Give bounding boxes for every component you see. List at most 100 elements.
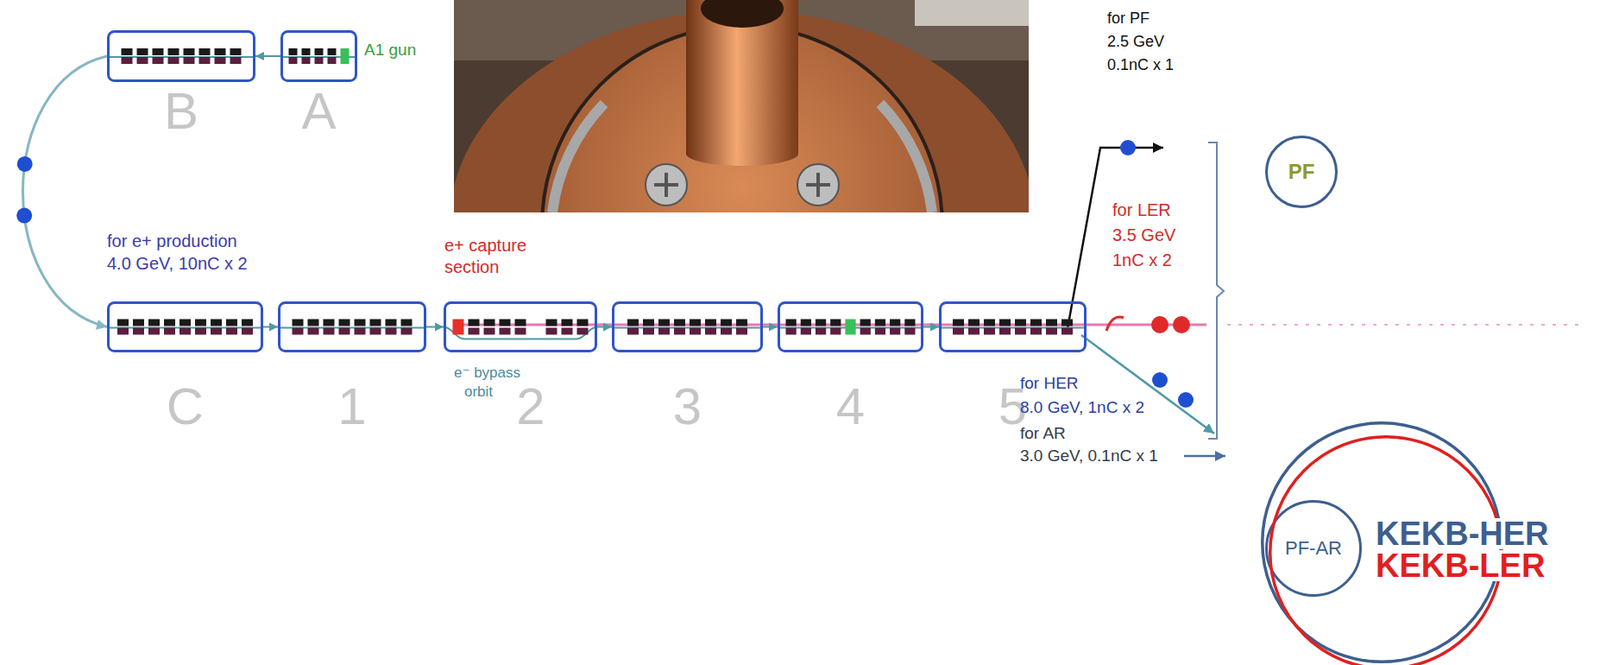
klystron-unit [642, 319, 655, 327]
her-beam-line [1081, 334, 1215, 434]
klystron-unit [132, 327, 145, 335]
klystron-unit [1030, 319, 1042, 327]
klystron-unit [210, 327, 222, 335]
sector-outline [107, 30, 256, 82]
bunch-dot [1152, 371, 1168, 388]
klystron-unit [1061, 319, 1073, 327]
klystron-unit [117, 327, 129, 335]
klystron-unit [830, 327, 841, 335]
klystron-unit [999, 327, 1011, 335]
klystron-unit [289, 48, 298, 56]
klystron-unit [904, 327, 915, 335]
klystron-unit [179, 319, 191, 327]
klystron-unit [183, 48, 196, 56]
klystron-unit [210, 319, 222, 327]
bypass-line [443, 327, 598, 340]
klystron-unit [499, 327, 511, 335]
klystron-unit [370, 319, 382, 327]
linac-sector: 2 [443, 301, 598, 353]
klystron-unit [121, 56, 133, 64]
beam-connector [762, 326, 778, 328]
klystron-unit [226, 319, 238, 327]
klystron-unit [689, 319, 701, 327]
sector-border [282, 31, 357, 82]
klystron-unit [720, 319, 732, 327]
sector-label: A [301, 85, 336, 138]
klystron-unit [968, 319, 980, 327]
klystron-unit [117, 319, 129, 327]
beam-connector [263, 326, 278, 328]
klystron-unit [546, 327, 558, 335]
klystron-unit [292, 319, 304, 327]
beam-note: e+ capture [444, 234, 527, 256]
bunch-dot [1172, 315, 1191, 334]
sector-label: B [163, 85, 199, 138]
sector-label: 3 [673, 380, 702, 433]
beam-connector [597, 326, 612, 328]
ring-circle [1266, 501, 1361, 596]
klystron-unit [889, 327, 901, 335]
beam-note: for AR [1020, 423, 1066, 444]
klystron-unit [226, 327, 238, 335]
linac-sector: 1 [277, 301, 427, 353]
klystron-unit [815, 327, 826, 335]
linac-sector: A [280, 30, 358, 82]
klystron-unit [1045, 319, 1058, 327]
klystron-unit [705, 319, 717, 327]
sector-border [108, 31, 255, 82]
photo-object [914, 0, 1029, 26]
klystron-unit [241, 327, 253, 335]
sector-border [779, 302, 923, 352]
klystron-unit [983, 319, 996, 327]
storage-ring: PF [1265, 135, 1338, 208]
klystron-unit [230, 48, 242, 56]
screw [645, 163, 687, 206]
klystron-unit [1014, 319, 1027, 327]
screw [797, 163, 839, 206]
klystron-unit [577, 319, 589, 327]
beam-connector [923, 326, 939, 328]
clamp [880, 103, 933, 213]
klystron-unit [674, 327, 686, 335]
klystron-unit [199, 56, 211, 64]
klystron-unit [674, 319, 686, 327]
screw [654, 172, 679, 197]
klystron-unit [499, 319, 511, 327]
beam-note: 1nC x 2 [1112, 249, 1172, 271]
klystron-unit [736, 327, 748, 335]
klystron-unit [952, 327, 964, 335]
klystron-unit [137, 56, 149, 64]
sector-border [940, 302, 1086, 352]
klystron-unit [577, 327, 589, 335]
klystron-unit [148, 327, 160, 335]
klystron-unit [800, 327, 812, 335]
klystron-unit [323, 327, 335, 335]
klystron-unit [952, 319, 964, 327]
linac-sector: B [107, 30, 256, 82]
klystron-unit [354, 319, 366, 327]
sector-outline [611, 301, 763, 353]
klystron-unit [339, 327, 351, 335]
klystron-unit [968, 327, 980, 335]
klystron-unit [148, 319, 160, 327]
klystron-unit [830, 319, 841, 327]
klystron-unit [137, 48, 149, 56]
linac-sector: 5 [938, 301, 1087, 353]
klystron-unit [889, 319, 901, 327]
klystron-unit [168, 48, 180, 56]
beam-note: for HER [1020, 373, 1079, 394]
klystron-unit [214, 56, 227, 64]
klystron-unit [327, 56, 337, 64]
beam-note: 3.5 GeV [1112, 224, 1176, 246]
klystron-unit [786, 319, 797, 327]
linac-sector: 4 [777, 301, 924, 353]
beam-note: for LER [1112, 199, 1172, 221]
ar-arrow [1184, 454, 1226, 458]
klystron-unit [705, 327, 717, 335]
klystron-unit [314, 48, 324, 56]
klystron-unit [339, 319, 351, 327]
green-unit [844, 319, 856, 335]
klystron-unit [1014, 327, 1027, 335]
klystron-unit [800, 319, 812, 327]
